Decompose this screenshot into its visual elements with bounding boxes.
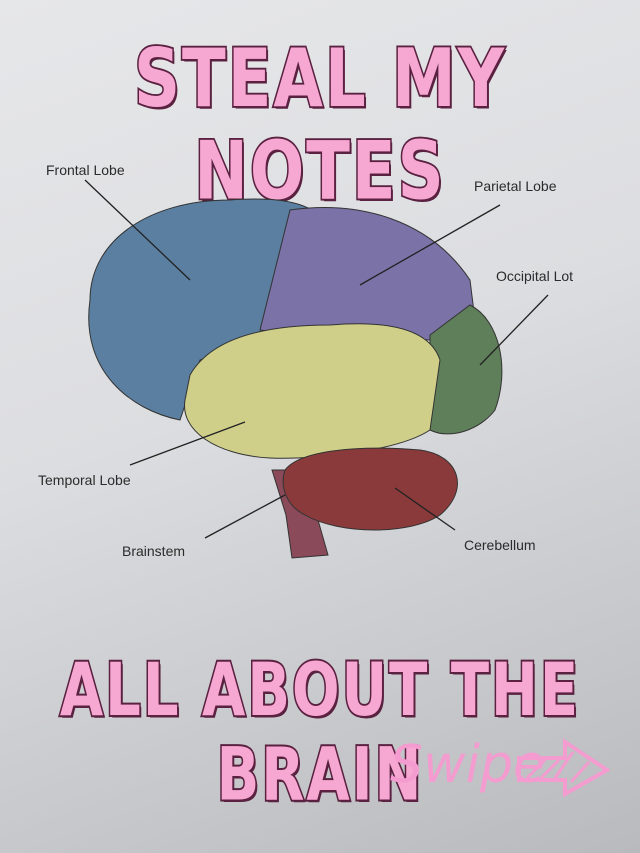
occipital-lobe — [429, 304, 503, 435]
label-frontal-lobe: Frontal Lobe — [46, 162, 125, 178]
page-subtitle: ALL ABOUT THE BRAIN — [58, 647, 581, 820]
label-temporal-lobe: Temporal Lobe — [38, 472, 131, 488]
arrow-right-icon[interactable] — [515, 738, 610, 798]
label-lines — [84, 179, 549, 539]
label-occipital-lobe: Occipital Lot — [496, 268, 574, 284]
label-parietal-lobe: Parietal Lobe — [474, 178, 557, 194]
label-brainstem: Brainstem — [122, 543, 186, 559]
cerebellum — [282, 447, 458, 531]
temporal-lobe — [184, 323, 441, 459]
page-title: STEAL MY NOTES — [132, 32, 507, 221]
label-cerebellum: Cerebellum — [464, 537, 536, 553]
parietal-lobe — [259, 207, 476, 341]
